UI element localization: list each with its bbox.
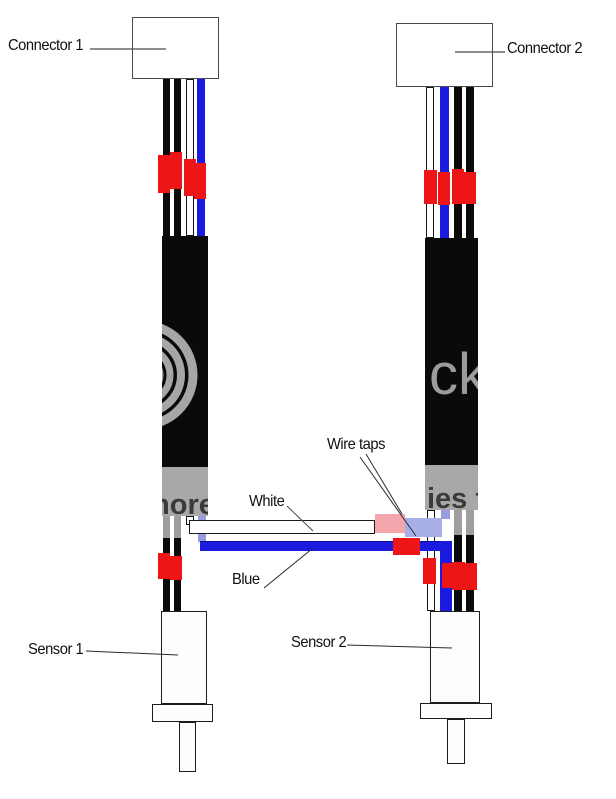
sensor2-body	[430, 611, 480, 703]
left-black-wire-1-faded	[163, 516, 170, 538]
right-watermark-band: ies f	[425, 465, 478, 510]
left-black-wire-2-faded	[174, 516, 181, 538]
sensor2-flange	[420, 703, 492, 719]
right-harness-sleeve: ck ies f	[425, 238, 478, 510]
right-blue-wire-faded-stub	[441, 510, 450, 519]
connector2-box	[396, 23, 493, 87]
connector2-label: Connector 2	[507, 40, 583, 57]
blue-wire-label: Blue	[232, 571, 260, 588]
wire-marker	[464, 172, 476, 204]
wire-marker	[424, 170, 437, 204]
connector1-box	[132, 17, 219, 79]
right-black-wire-1-faded	[454, 510, 462, 535]
connector1-label: Connector 1	[8, 37, 84, 54]
blue-wire-tap	[405, 518, 442, 537]
right-blue-wire-upper	[440, 87, 449, 238]
left-harness-sleeve: more	[162, 236, 208, 516]
blue-leader-line	[263, 547, 314, 589]
white-jumper-wire	[189, 520, 375, 534]
wire-marker	[184, 159, 196, 196]
wire-taps-label: Wire taps	[327, 436, 386, 453]
wire-marker	[423, 558, 436, 584]
wire-marker	[438, 172, 450, 205]
red-wire-tap	[393, 538, 420, 555]
wire-marker	[442, 563, 455, 588]
right-black-wire-2-upper	[466, 87, 474, 238]
right-watermark-text: ies f	[427, 483, 478, 511]
left-watermark-band: more	[162, 467, 208, 516]
wire-marker	[464, 563, 477, 590]
wiretap1-leader-line	[365, 453, 403, 515]
white-wire-label: White	[249, 493, 285, 510]
sensor1-flange	[152, 704, 213, 722]
blue-jumper-wire	[200, 541, 452, 551]
sensor1-body	[161, 611, 207, 704]
left-white-wire-upper	[186, 79, 194, 236]
right-black-wire-2-faded	[466, 510, 474, 535]
wire-marker	[170, 556, 182, 580]
right-black-wire-1-upper	[454, 87, 462, 238]
wire-marker	[158, 553, 170, 579]
sensor2-label: Sensor 2	[291, 634, 347, 651]
wire-marker	[170, 152, 182, 189]
sensor1-tip	[179, 722, 196, 772]
white-wire-tap	[375, 514, 405, 533]
left-watermark-text: more	[162, 489, 208, 517]
wire-marker	[194, 163, 206, 199]
sensor1-label: Sensor 1	[28, 641, 84, 658]
right-white-wire-upper	[426, 87, 434, 238]
wire-marker	[452, 169, 464, 204]
watermark-rings-icon	[162, 323, 198, 427]
wire-marker	[158, 155, 170, 193]
wire-marker	[452, 562, 465, 590]
left-blue-wire-upper	[197, 79, 205, 236]
watermark-logo-text: ck	[429, 342, 478, 407]
sensor2-tip	[447, 719, 465, 764]
